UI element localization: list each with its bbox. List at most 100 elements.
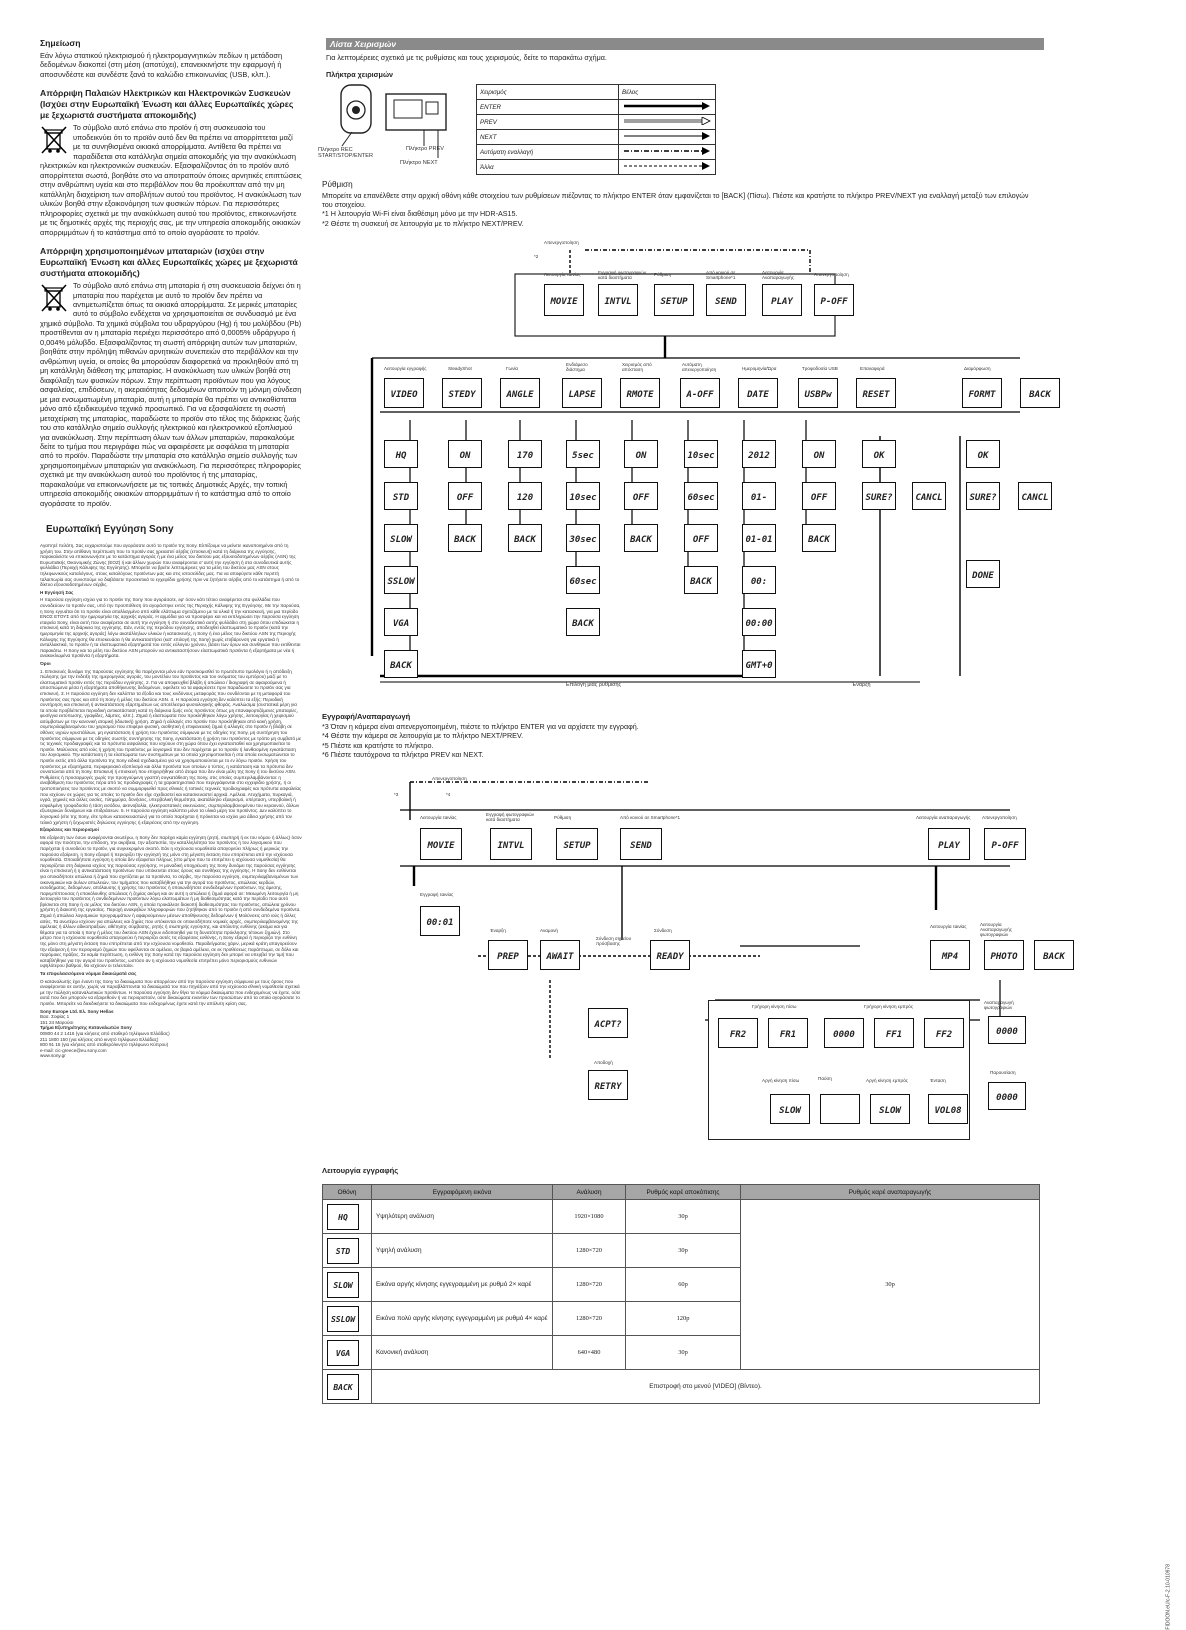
setting-label: Ημερομηνία/Ώρα (742, 366, 777, 371)
lcd-screen: SLOW (770, 1094, 810, 1124)
rec-movie-label: Εγγραφή ταινίας (420, 892, 454, 897)
power-off-label: Απενεργοποίηση (544, 240, 579, 245)
camera-diagram (340, 84, 447, 158)
lcd-screen: AWAIT (540, 940, 580, 970)
lcd-screen: 2012 (742, 440, 776, 468)
lcd-screen: SEND (620, 828, 662, 860)
lcd-screen: P-OFF (984, 828, 1026, 860)
lcd-screen: INTVL (490, 828, 532, 860)
lcd-screen: ON (624, 440, 658, 468)
table-cell: Αυτόματη εναλλαγή (476, 144, 619, 160)
contact-block: Sony Europe Ltd. Ελ. Sony Hellas Βασ. Σο… (40, 1009, 302, 1059)
battery-section: Απόρριψη χρησιμοποιημένων μπαταριών (ισχ… (40, 246, 302, 508)
play-label: Λειτουργία Αναπαραγωγής φωτογραφιών (980, 922, 1012, 938)
table-header: Ρυθμός καρέ αποκόπισης (625, 1184, 741, 1200)
setting-label: Γωνία (506, 366, 519, 371)
lcd-screen: OFF (684, 524, 718, 552)
table-header: Εγγραφόμενη εικόνα (371, 1184, 553, 1200)
arrow-other (618, 159, 716, 175)
mode-label: Απενεργοποίηση (814, 272, 849, 277)
rec-mode-title: Λειτουργία εγγραφής (322, 1166, 399, 1175)
lcd-screen: SURE? (862, 482, 896, 510)
lcd-screen: STEDY (442, 378, 482, 408)
lcd-screen: SLOW (870, 1094, 910, 1124)
lcd-screen: RETRY (588, 1070, 628, 1100)
power-off-label: Απενεργοποίηση (432, 776, 467, 781)
fast-label: Γρήγορη κίνηση εμπρός (864, 1004, 914, 1009)
arrow-auto (618, 144, 716, 160)
table-cell: NEXT (476, 129, 619, 145)
setting-label: Διαμόρφωση (964, 366, 991, 371)
flow-label: Αναμονή (540, 928, 558, 933)
lcd-screen: 170 (508, 440, 542, 468)
lcd-screen: SETUP (556, 828, 598, 860)
contact-line: 151 24 Μαρούσι (40, 1019, 74, 1025)
table-cell: ENTER (476, 99, 619, 115)
lcd-screen: A-OFF (680, 378, 720, 408)
weee-section: Απόρριψη Παλαιών Ηλεκτρικών και Ηλεκτρον… (40, 88, 302, 237)
lcd-screen: PLAY (762, 284, 802, 316)
lcd-screen: RESET (856, 378, 896, 408)
table-cell: PREV (476, 114, 619, 130)
flow-label: Σύνδεση (654, 928, 672, 933)
lcd-screen: FF1 (874, 1018, 914, 1048)
lcd-screen: 00:00 (742, 608, 776, 636)
note-section: Σημείωση Εάν λόγω στατικού ηλεκτρισμού ή… (40, 38, 302, 79)
slow-label: Ένταση (930, 1078, 946, 1083)
rec-note: *5 Πιέστε και κρατήστε το πλήκτρο. (322, 740, 434, 750)
table-cell: 30p (625, 1335, 741, 1370)
lcd-screen: SETUP (654, 284, 694, 316)
table-row: BACK Επιστροφή στο μενού [VIDEO] (Βίντεο… (322, 1369, 1040, 1404)
lcd-screen: OFF (802, 482, 836, 510)
lcd-screen: BACK (508, 524, 542, 552)
warranty-paragraph: 1. Επισκευές δυνάμει της παρούσας εγγύησ… (40, 668, 302, 825)
setting-label: Αυτόματη απενεργοποίηση (682, 362, 717, 373)
mode-label: Ρύθμιση (654, 272, 672, 277)
warranty-body: Αγαπητέ πελάτη, Σας ευχαριστούμε που αγο… (40, 543, 302, 1059)
mode-label: Ρύθμιση (554, 815, 572, 820)
lcd-screen: LAPSE (562, 378, 602, 408)
mode-label: Απενεργοποίηση (982, 815, 1017, 820)
next-button-label: Πλήκτρο NEXT (400, 160, 438, 166)
table-cell: Άλλα (476, 159, 619, 175)
lcd-screen: INTVL (598, 284, 638, 316)
crossed-bin-icon (41, 284, 67, 312)
mode-label: Εγγραφή φωτογραφιών κατά διαστήματα (486, 812, 534, 823)
settings-title: Ρύθμιση (322, 180, 353, 189)
table-row: STD Υψηλή ανάλυση 1280×720 30p (322, 1233, 1040, 1268)
pause-label: Παύση (818, 1076, 832, 1081)
lcd-screen: 60sec (684, 482, 718, 510)
lcd-screen: SURE? (966, 482, 1000, 510)
setting-label: Ενδιάμεσο διάστημα (566, 362, 588, 373)
warranty-heading: Εξαιρέσεις και περιορισμοί (40, 827, 99, 833)
note-title: Σημείωση (40, 38, 81, 48)
lcd-screen: SEND (706, 284, 746, 316)
accept-label: Αποδοχή (594, 1060, 613, 1065)
prev-button-label: Πλήκτρο PREV (406, 146, 445, 152)
table-cell: 30p (740, 1199, 1040, 1370)
left-column: Σημείωση Εάν λόγω στατικού ηλεκτρισμού ή… (40, 38, 302, 1059)
slow-label: Αργή κίνηση πίσω (762, 1078, 800, 1083)
table-header: Ανάλυση (552, 1184, 626, 1200)
table-cell: Κανονική ανάλυση (371, 1335, 553, 1370)
mode-label: Από κοινού σε Smartphone*1 (620, 815, 681, 820)
table-header: Οθόνη (322, 1184, 372, 1200)
lcd-screen: READY (650, 940, 690, 970)
table-header: Ρυθμός καρέ αναπαραγωγής (740, 1184, 1040, 1200)
contact-line: 800 91 15 (για κλήσεις από σταθερό/κινητ… (40, 1042, 169, 1048)
lcd-screen: OFF (448, 482, 482, 510)
settings-block: Ρύθμιση Μπορείτε να επανέλθετε στην αρχι… (322, 180, 1038, 228)
start-label: Έναρξη (852, 682, 871, 688)
lcd-screen: 00: (742, 566, 776, 594)
setting-label: Χειρισμός από απόσταση (622, 362, 652, 373)
operations-header-block: Λίστα Χειρισμών Για λεπτομέρειες σχετικά… (326, 38, 1044, 80)
slow-label: Αργή κίνηση εμπρός (866, 1078, 908, 1083)
lcd-screen: MOVIE (420, 828, 462, 860)
table-cell: 30p (625, 1233, 741, 1268)
lcd-screen: 01-01 (742, 524, 776, 552)
flow-label: Σύνδεση σημείου πρόσβασης (596, 936, 632, 947)
table-cell: 30p (625, 1199, 741, 1234)
lcd-screen: BACK (802, 524, 836, 552)
table-row: VGA Κανονική ανάλυση 640×480 30p (322, 1335, 1040, 1370)
